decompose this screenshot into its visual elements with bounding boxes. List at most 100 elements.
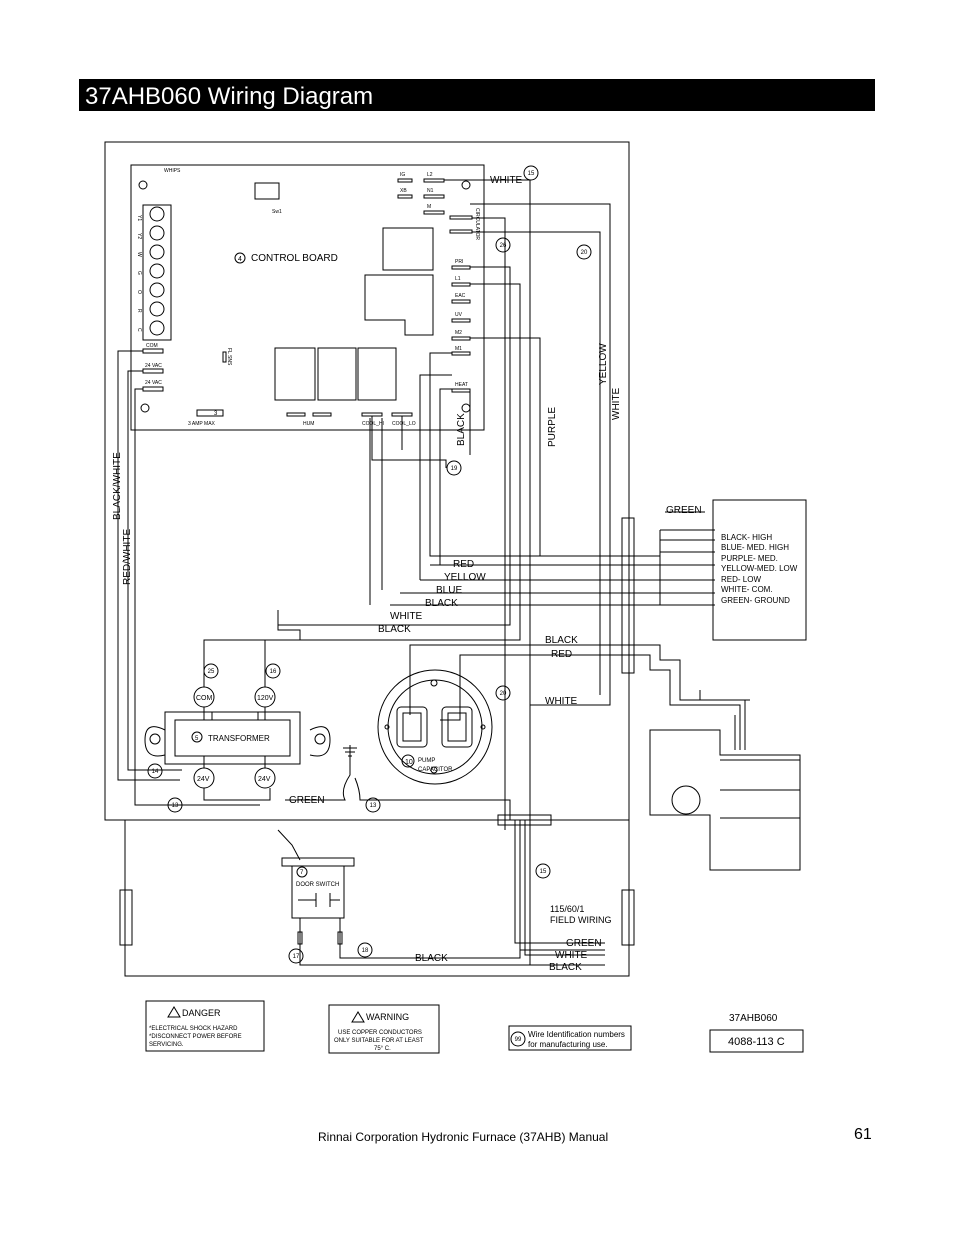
motor-legend-0: BLACK- HIGH [721, 533, 772, 542]
wire-white-h: WHITE [390, 611, 423, 622]
relay-1 [274, 347, 316, 401]
model-code-box [709, 1029, 804, 1053]
wire-green-bottom: GREEN [289, 795, 325, 806]
board-connectors [142, 178, 473, 417]
transformer-number: 5 [195, 736, 199, 742]
m-label: M [427, 204, 431, 210]
com-label: COM [146, 343, 158, 349]
callout-13a: 13 [172, 803, 179, 809]
footer-text: Rinnai Corporation Hydronic Furnace (37A… [318, 1130, 609, 1144]
page-title: 37AHB060 Wiring Diagram [85, 83, 374, 110]
model-name: 37AHB060 [729, 1013, 778, 1024]
wire-black-white: BLACK/WHITE [112, 452, 123, 520]
transformer-com: COM [196, 695, 213, 702]
l2-label: L2 [427, 172, 433, 178]
field-green: GREEN [566, 938, 602, 949]
model-code: 4088-113 C [728, 1036, 785, 1048]
callout-14: 14 [152, 769, 159, 775]
motor-legend-box [712, 499, 807, 641]
uv-label: UV [455, 312, 463, 318]
conduit-right [621, 517, 635, 674]
cool-lo-label: COOL_LO [392, 421, 416, 427]
motor-legend-5: WHITE- COM. [721, 585, 773, 594]
cool-hi-label: COOL_HI [362, 421, 384, 427]
danger-title: DANGER [182, 1008, 221, 1018]
wire-white-top: WHITE [490, 175, 523, 186]
motor-legend-2: PURPLE- MED. [721, 554, 778, 563]
wire-yellow-h: YELLOW [444, 572, 486, 583]
wire-blue: BLUE [436, 585, 462, 596]
callout-13b: 13 [370, 803, 377, 809]
conduit-lower-left [119, 889, 133, 946]
warning-line1: USE COPPER CONDUCTORS [338, 1030, 422, 1036]
conduit-lower-right [621, 889, 635, 946]
wire-black-pump: BLACK [545, 635, 578, 646]
eac-label: EAC [455, 293, 466, 299]
wire-red: RED [453, 559, 474, 570]
wire-red-white: RED/WHITE [122, 529, 133, 585]
pump-capacitor [377, 669, 493, 785]
m1-label: M1 [455, 346, 462, 352]
warning-line3: 75° C. [374, 1046, 391, 1052]
terminal-strip [142, 204, 172, 341]
terminal-g: G [136, 271, 142, 275]
capacitor-label: CAPACITOR [418, 767, 453, 773]
wire-id-line2: for manufacturing use. [528, 1040, 608, 1049]
motor-legend-4: RED- LOW [721, 575, 761, 584]
callout-15a: 15 [528, 171, 535, 177]
xb-label: XB [400, 188, 407, 194]
ig-label: IG [400, 172, 405, 178]
pump-number: 10 [405, 759, 413, 766]
fuse-number: 3 [214, 411, 218, 417]
m2-label: M2 [455, 330, 462, 336]
warning-triangle-icon [351, 1011, 365, 1023]
wire-black-h: BLACK [425, 598, 458, 609]
pri-label: PRI [455, 259, 463, 265]
callout-15b: 15 [540, 869, 547, 875]
pump-label: PUMP [418, 758, 435, 764]
wire-id-line1: Wire Identification numbers [528, 1030, 625, 1039]
door-switch [277, 829, 605, 966]
vac1-label: 24 VAC [145, 363, 162, 369]
terminal-y2: Y2 [136, 233, 142, 239]
motor-legend-1: BLUE- MED. HIGH [721, 543, 789, 552]
terminal-y1: Y1 [136, 215, 142, 221]
callout-25: 25 [208, 669, 215, 675]
title-bar: 37AHB060 Wiring Diagram [79, 79, 875, 111]
transformer-label: TRANSFORMER [208, 734, 270, 743]
callout-16: 16 [270, 669, 277, 675]
field-wires [514, 820, 605, 965]
l1-label: L1 [455, 276, 461, 282]
callout-18: 18 [362, 948, 369, 954]
heat-label: HEAT [455, 382, 468, 388]
amp-label: 3 AMP MAX [188, 421, 216, 427]
ground-wire [285, 745, 511, 820]
wire-red-pump: RED [551, 649, 572, 660]
door-switch-label: DOOR SWITCH [296, 882, 339, 888]
board-label: CONTROL BOARD [251, 253, 338, 264]
field-black: BLACK [549, 962, 582, 973]
callout-17: 17 [293, 954, 300, 960]
terminal-c: C [136, 328, 142, 332]
danger-line1: *ELECTRICAL SHOCK HAZARD [149, 1026, 238, 1032]
relay-2 [317, 347, 357, 401]
transformer-body [144, 615, 331, 801]
terminal-o: O [136, 290, 142, 294]
motor-legend-3: YELLOW-MED. LOW [721, 564, 798, 573]
field-white: WHITE [555, 950, 588, 961]
wire-id-box [508, 1025, 632, 1051]
wire-white-vertical: WHITE [611, 387, 622, 420]
hum-label: HUM [303, 421, 314, 427]
callout-20a: 20 [581, 250, 588, 256]
motor-legend-6: GREEN- GROUND [721, 596, 790, 605]
pump-wires [409, 644, 750, 750]
wire-green: GREEN [666, 505, 702, 516]
field-wiring-line2: FIELD WIRING [550, 915, 612, 925]
warning-box [328, 1004, 440, 1054]
terminal-r: R [136, 309, 142, 313]
circulator-label: CIRCULATOR [474, 208, 480, 240]
danger-triangle-icon [167, 1006, 181, 1018]
terminal-w: W [136, 252, 142, 257]
warning-line2: ONLY SUITABLE FOR AT LEAST [334, 1038, 424, 1044]
wire-black-h2: BLACK [378, 624, 411, 635]
